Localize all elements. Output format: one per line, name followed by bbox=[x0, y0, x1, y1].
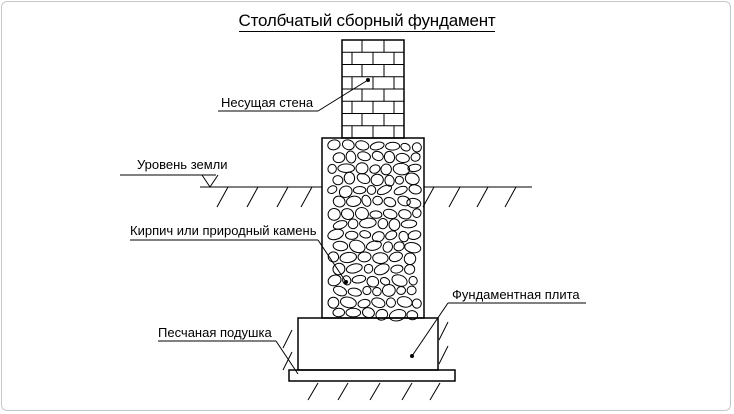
sand-cushion bbox=[288, 369, 456, 382]
label-wall: Несущая стена bbox=[221, 95, 314, 110]
stone-column bbox=[321, 137, 425, 322]
label-slab: Фундаментная плита bbox=[452, 287, 580, 302]
ground-hatch bbox=[216, 186, 517, 208]
diagram-title: Столбчатый сборный фундамент bbox=[0, 11, 734, 32]
foundation-slab bbox=[297, 317, 439, 371]
ground-level-marker bbox=[120, 174, 219, 188]
diagram-title-text: Столбчатый сборный фундамент bbox=[238, 11, 496, 32]
label-ground-level: Уровень земли bbox=[137, 157, 228, 172]
soil-hatch bbox=[282, 321, 449, 401]
brick-courses bbox=[342, 40, 404, 138]
label-sand-cushion: Песчаная подушка bbox=[158, 325, 272, 340]
ground-line bbox=[200, 186, 532, 208]
leader-dots bbox=[344, 78, 414, 358]
stone-fill bbox=[327, 139, 422, 322]
leader-lines bbox=[130, 79, 586, 375]
brick-wall bbox=[341, 39, 405, 139]
label-stone: Кирпич или природный камень bbox=[130, 223, 317, 238]
